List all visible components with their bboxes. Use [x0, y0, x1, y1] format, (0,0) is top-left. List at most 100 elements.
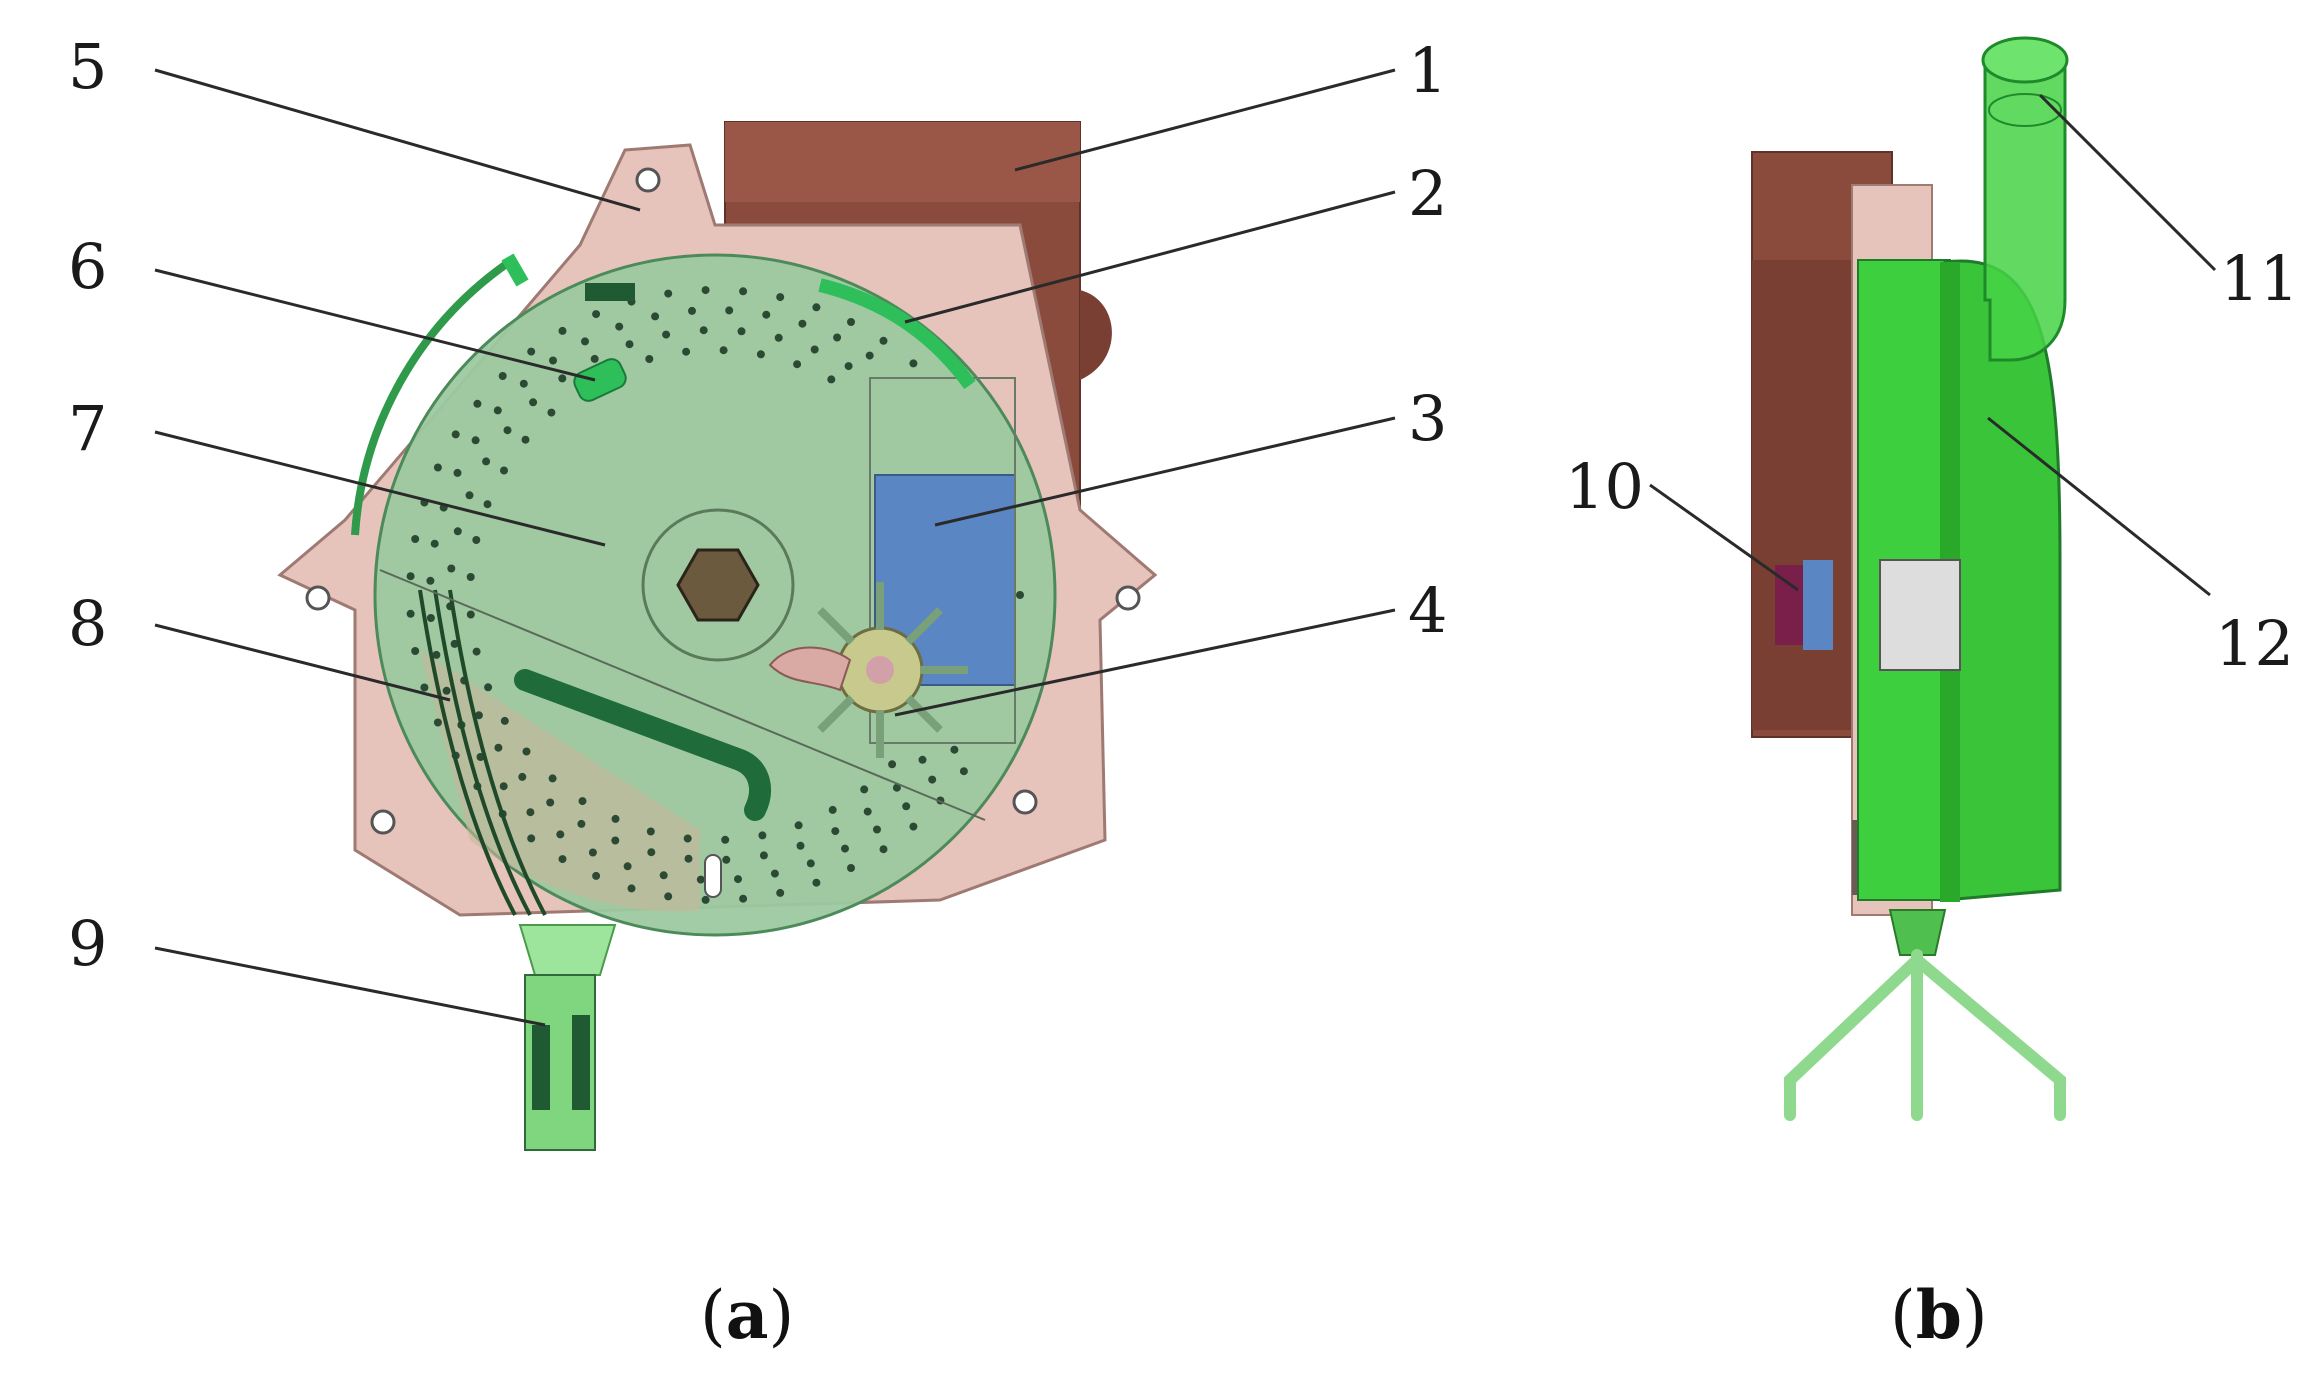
seed-hole [873, 825, 881, 834]
seed-hole [453, 527, 462, 536]
air-pipe-opening [1981, 36, 2069, 84]
seed-hole [831, 827, 840, 836]
seed-tube-inner [532, 1025, 550, 1110]
seed-guide-lines [418, 589, 547, 916]
small-clamp [573, 358, 627, 402]
seed-hole [662, 330, 671, 339]
seed-hole [776, 888, 785, 897]
part-labels: 1 2 3 4 5 6 7 8 9 10 11 12 [68, 30, 2299, 980]
label-8: 8 [68, 587, 107, 660]
seed-hole [623, 862, 632, 871]
seed-hole [902, 802, 911, 811]
seed-hole [739, 894, 748, 903]
seed-hole [527, 347, 536, 356]
label-1: 1 [1408, 34, 1447, 107]
caption-b: (b) [1890, 1276, 1988, 1354]
seed-hole [473, 399, 482, 408]
stand-funnel [1888, 909, 1947, 956]
seed-hole [646, 827, 655, 836]
seed-hole [453, 468, 462, 477]
seed-hole [798, 319, 807, 328]
label-5: 5 [68, 30, 107, 103]
label-9: 9 [68, 907, 107, 980]
shaft-block [1879, 559, 1961, 671]
seed-hole [500, 716, 509, 725]
brush-arm [768, 646, 852, 692]
divider-line [379, 569, 986, 821]
seed-hole [759, 851, 768, 860]
seed-hole [494, 743, 503, 752]
seed-hole [725, 306, 734, 315]
seed-hole [664, 289, 673, 298]
seed-hole [588, 848, 597, 857]
seed-hole [812, 878, 821, 887]
seed-hole [527, 834, 536, 843]
label-3: 3 [1408, 382, 1447, 455]
seed-hole [442, 686, 451, 695]
seed-hole [450, 639, 459, 648]
seed-hole [549, 356, 557, 365]
seed-hole [426, 614, 435, 622]
seed-hole [498, 372, 507, 380]
seed-hole [430, 539, 439, 548]
caption-a-open: ( [700, 1277, 726, 1354]
seed-hole [466, 610, 475, 619]
seed-hole [521, 435, 530, 444]
seed-hole [699, 326, 708, 335]
seed-hole [447, 564, 456, 573]
label-6: 6 [68, 230, 107, 303]
seed-hole [651, 312, 660, 321]
seed-hole [577, 819, 586, 828]
seed-hole [794, 821, 803, 830]
seed-hole [611, 814, 620, 823]
seed-hole [847, 318, 855, 326]
label-7: 7 [68, 392, 107, 465]
seed-hole [879, 845, 888, 854]
seed-hole [806, 859, 815, 868]
seed-hole [426, 576, 435, 585]
seed-hole [451, 430, 460, 439]
seed-hole [484, 683, 493, 692]
seed-hole [860, 785, 869, 794]
seed-hole [547, 408, 556, 417]
seed-hole [433, 718, 442, 727]
seed-hole [483, 500, 492, 509]
seed-hole [406, 572, 415, 581]
seed-hole [796, 841, 805, 850]
seed-hole [526, 808, 535, 817]
seed-hole [950, 745, 959, 754]
seed-hole [500, 466, 508, 475]
mount-hole [1012, 789, 1038, 815]
seed-hole [645, 355, 654, 363]
seed-hole [465, 491, 474, 500]
seed-hole [472, 536, 481, 544]
seed-hole [433, 463, 442, 472]
seed-hole [627, 884, 636, 893]
seed-hole [888, 760, 897, 769]
guide-bar [514, 669, 771, 821]
top-slot [585, 283, 635, 301]
seed-hole [420, 683, 429, 692]
seed-hole [625, 340, 634, 349]
seed-hole [592, 310, 601, 319]
seed-hole [696, 875, 705, 884]
seed-hole [762, 310, 771, 319]
bottom-slot [704, 854, 722, 898]
seed-hole [863, 807, 872, 816]
seed-hole [519, 379, 528, 388]
seed-hole [909, 359, 918, 368]
seed-hole [493, 406, 502, 415]
seed-hole [615, 322, 624, 331]
label-4: 4 [1408, 574, 1447, 647]
label-11: 11 [2220, 242, 2299, 315]
seed-tube-funnel [518, 924, 617, 976]
label-10: 10 [1565, 450, 1644, 523]
seed-hole [879, 336, 888, 345]
seed-hole [841, 844, 849, 853]
seed-hole [847, 864, 855, 872]
seed-hole [909, 822, 918, 831]
hex-shaft [676, 548, 760, 622]
disc-sector [420, 650, 700, 912]
mount-hole [635, 167, 661, 193]
